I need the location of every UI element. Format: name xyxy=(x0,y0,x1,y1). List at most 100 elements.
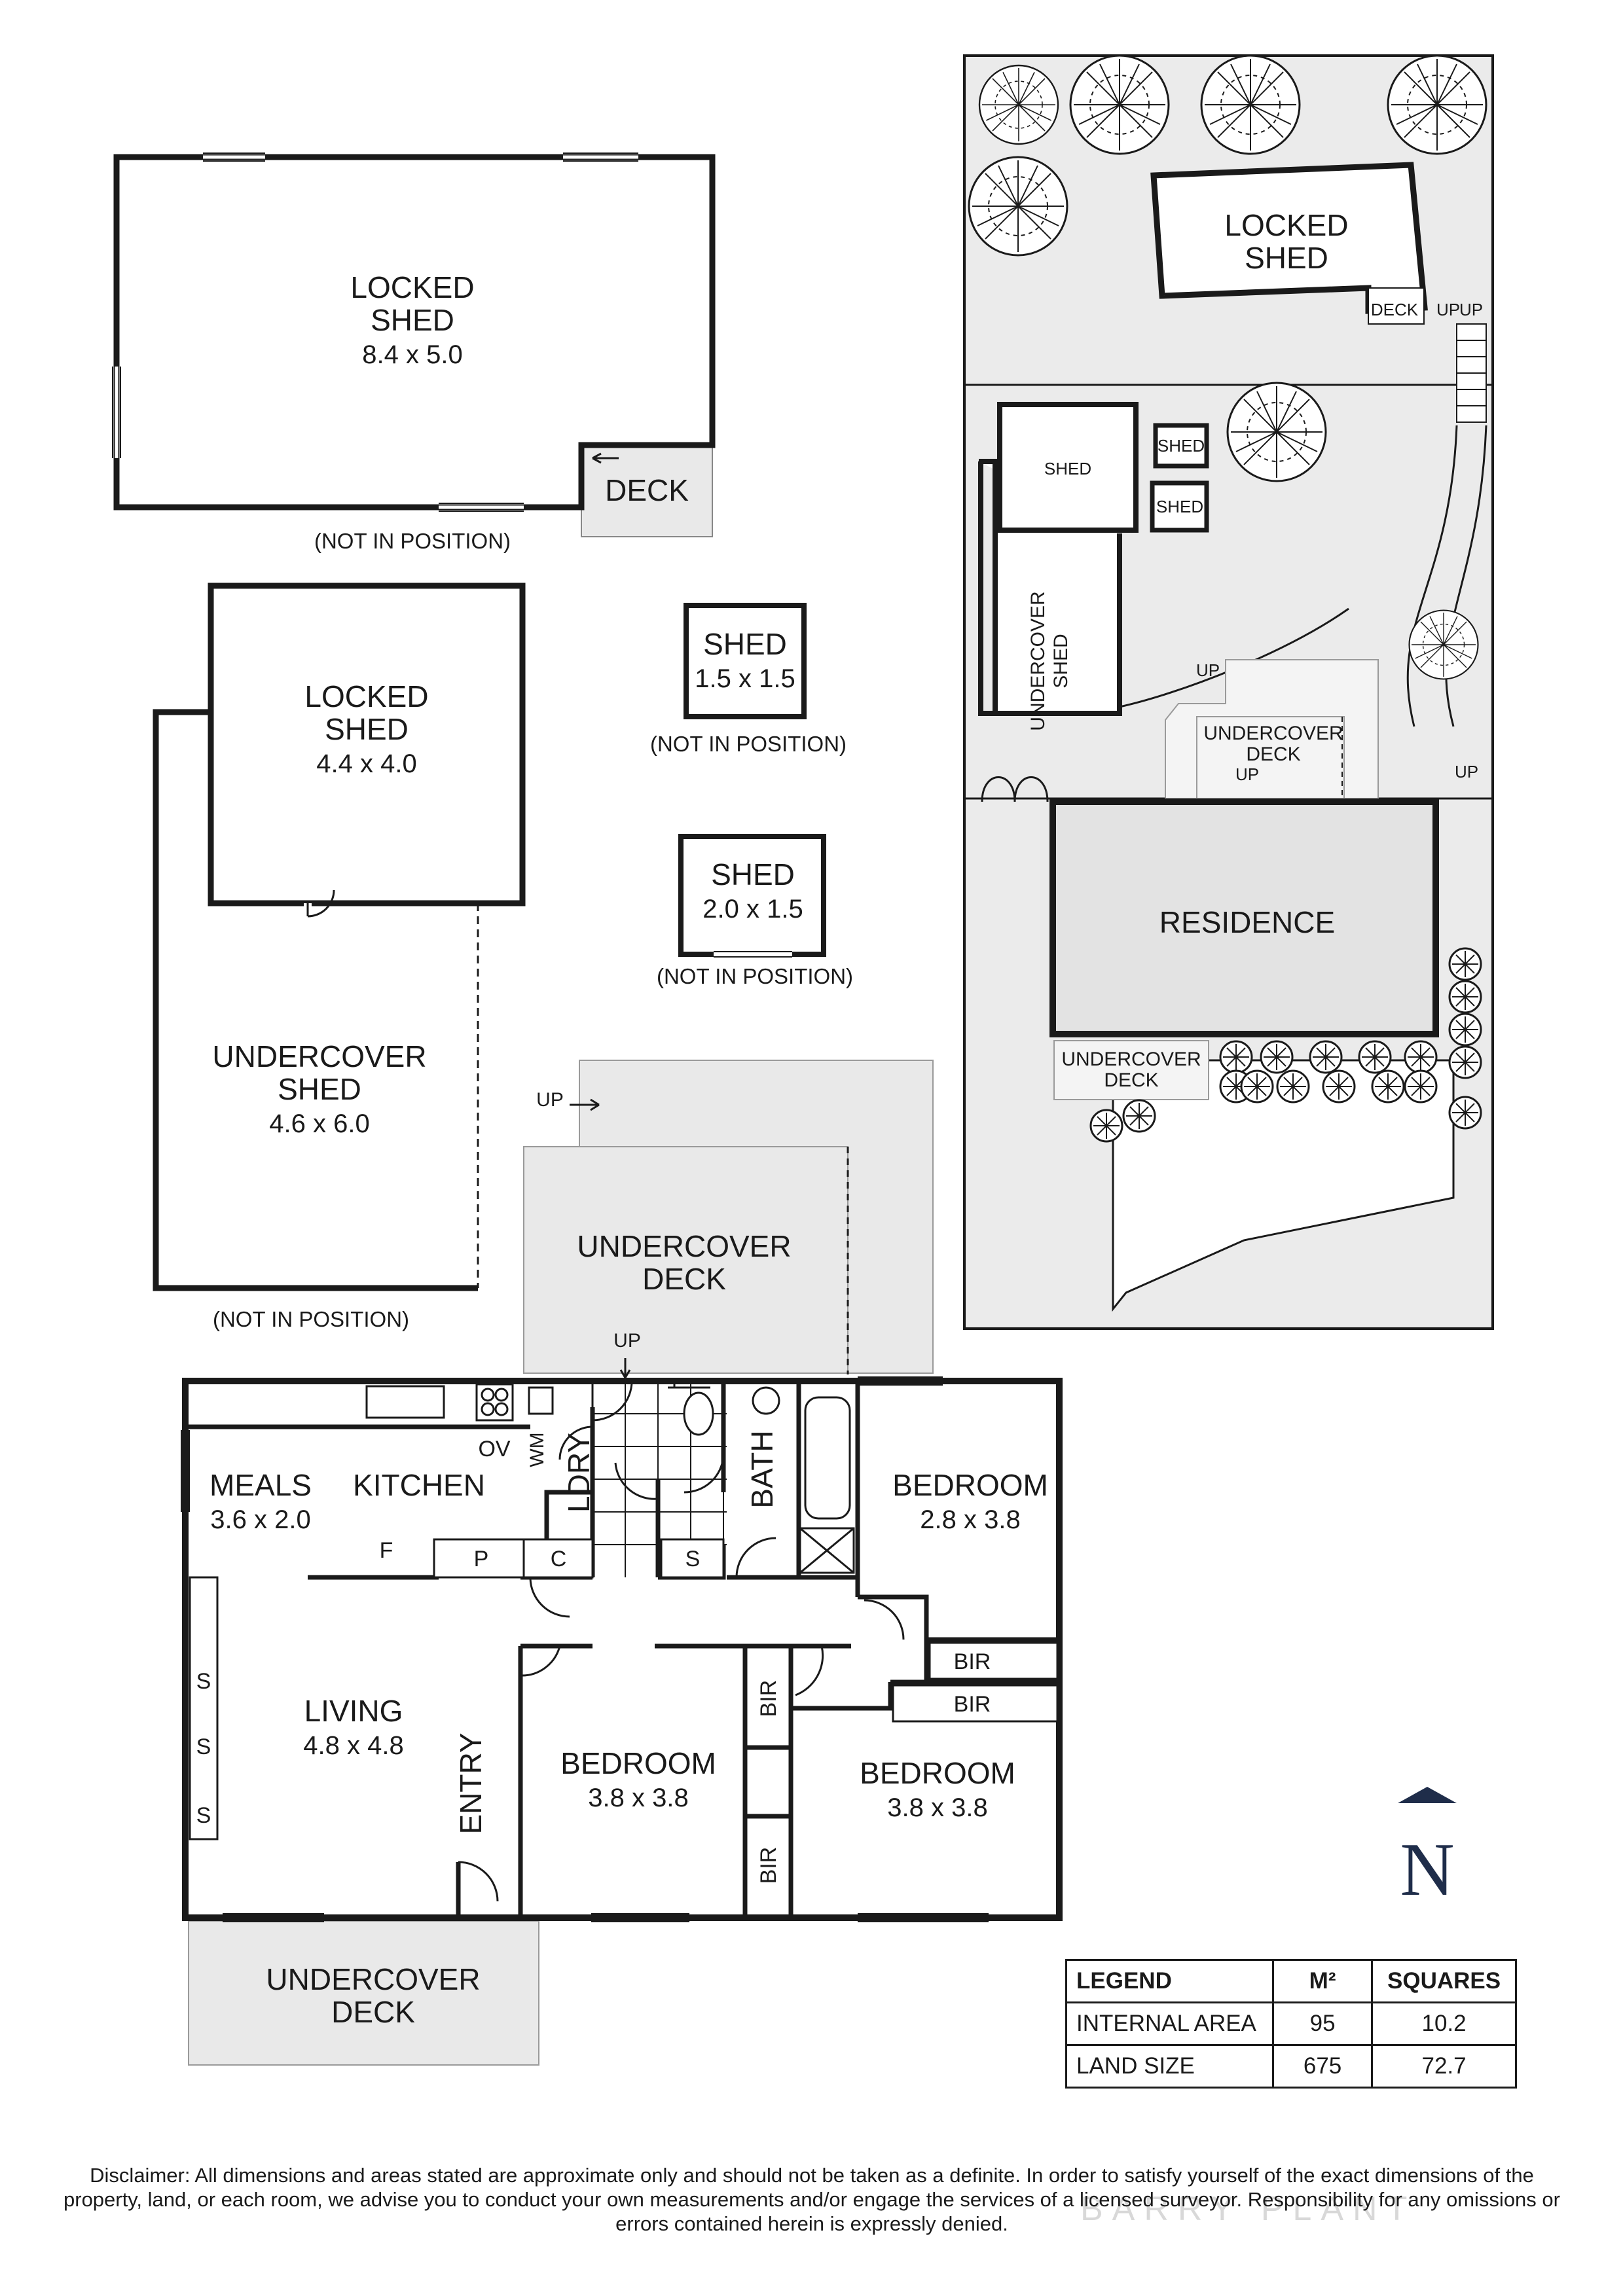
meals-dims: 3.6 x 2.0 xyxy=(210,1505,310,1534)
pantry-p xyxy=(433,1538,531,1579)
site-shed-1: SHED xyxy=(1044,459,1091,478)
site-residence: RESIDENCE xyxy=(1159,905,1335,939)
shed-a: SHED 1.5 x 1.5 (NOT IN POSITION) xyxy=(650,603,847,756)
kitchen-name: KITCHEN xyxy=(353,1468,485,1502)
doors xyxy=(458,1378,905,1902)
bedroom3-dims: 3.8 x 3.8 xyxy=(887,1793,987,1822)
legend-row-squares: 72.7 xyxy=(1371,2044,1517,2089)
locked-shed-small-line2: SHED xyxy=(325,712,409,746)
shed-b-name: SHED xyxy=(711,857,795,891)
legend-row-label: INTERNAL AREA xyxy=(1065,2001,1275,2046)
site-undercover-deck-line2: DECK xyxy=(1246,744,1300,765)
bedroom2-name: BEDROOM xyxy=(560,1746,716,1780)
storage-bath-label: S xyxy=(685,1547,701,1571)
locked-shed-small-line1: LOCKED xyxy=(304,679,428,713)
rear-deck-line2: DECK xyxy=(642,1262,726,1296)
bedroom2-dims: 3.8 x 3.8 xyxy=(588,1784,688,1812)
bedroom3-name: BEDROOM xyxy=(860,1756,1015,1790)
locked-shed-large-line1: LOCKED xyxy=(350,270,474,304)
north-compass: N xyxy=(1398,1787,1457,1911)
site-up-1: UP xyxy=(1436,300,1460,319)
shed-a-name: SHED xyxy=(703,627,787,661)
bir-2-label: BIR xyxy=(954,1692,991,1717)
ov-label: OV xyxy=(478,1437,510,1462)
up-label-steps: UP xyxy=(613,1330,641,1352)
bath-label: BATH xyxy=(745,1430,779,1508)
shed-b-dims: 2.0 x 1.5 xyxy=(702,895,803,924)
not-in-position-3: (NOT IN POSITION) xyxy=(650,732,847,756)
legend-header-legend: LEGEND xyxy=(1065,1959,1275,2003)
north-letter: N xyxy=(1400,1828,1454,1911)
site-shed-2: SHED xyxy=(1158,436,1205,456)
front-deck xyxy=(188,1920,539,2066)
site-undercover-shed-line1: UNDERCOVER xyxy=(1027,591,1049,730)
entry-label: ENTRY xyxy=(454,1732,488,1834)
washing-machine xyxy=(528,1386,554,1415)
legend-row-label: LAND SIZE xyxy=(1065,2044,1275,2089)
site-front-deck-line1: UNDERCOVER xyxy=(1061,1049,1201,1070)
front-deck-line1: UNDERCOVER xyxy=(266,1962,480,1996)
bir-1-label: BIR xyxy=(954,1649,991,1674)
not-in-position-1: (NOT IN POSITION) xyxy=(314,529,511,553)
site-up-4: UP xyxy=(1235,764,1259,784)
meals-name: MEALS xyxy=(210,1468,312,1502)
site-deck-label: DECK xyxy=(1371,300,1419,319)
wm-label: WM xyxy=(526,1432,548,1467)
legend-header-squares: SQUARES xyxy=(1371,1959,1517,2003)
main-house-plan: UP UNDERCOVER DECK UP UNDERCOVER DECK xyxy=(181,1060,1063,2066)
kitchen-sink xyxy=(365,1385,445,1419)
cupboard-label: C xyxy=(551,1547,567,1571)
living-s1: S xyxy=(196,1669,211,1694)
site-undercover-deck-line1: UNDERCOVER xyxy=(1203,723,1343,744)
bir-3-label: BIR xyxy=(756,1680,781,1717)
deck-area xyxy=(581,431,713,537)
windows xyxy=(181,1376,989,1922)
locked-shed-large-dims: 8.4 x 5.0 xyxy=(362,340,462,369)
site-up-3: UP xyxy=(1196,660,1220,680)
fixtures xyxy=(189,1383,1059,1840)
living-dims: 4.8 x 4.8 xyxy=(303,1731,403,1760)
fridge-label: F xyxy=(380,1538,393,1563)
living-name: LIVING xyxy=(304,1694,403,1728)
bedroom1-dims: 2.8 x 3.8 xyxy=(920,1505,1020,1534)
site-front-deck-line2: DECK xyxy=(1104,1069,1158,1091)
legend-row: INTERNAL AREA 95 10.2 xyxy=(1065,2001,1517,2046)
bedroom1-name: BEDROOM xyxy=(892,1468,1048,1502)
cooktop xyxy=(475,1383,514,1422)
undercover-shed-line1: UNDERCOVER xyxy=(212,1039,426,1073)
basin xyxy=(752,1386,780,1415)
bathtub xyxy=(804,1396,851,1520)
bir-4-label: BIR xyxy=(756,1847,781,1884)
toilet xyxy=(683,1391,714,1436)
site-locked-shed-line1: LOCKED xyxy=(1224,208,1348,242)
cupboard-c xyxy=(522,1538,594,1579)
site-plan: LOCKED SHED DECK UP UP SHED SHED SHED UN… xyxy=(963,54,1494,1330)
deck-label: DECK xyxy=(605,473,689,507)
not-in-position-2: (NOT IN POSITION) xyxy=(213,1307,409,1331)
watermark: BARRY PLANT xyxy=(1080,2190,1417,2228)
living-s3: S xyxy=(196,1803,211,1828)
legend-header-row: LEGEND M² SQUARES xyxy=(1065,1959,1517,2003)
undercover-shed-line2: SHED xyxy=(278,1072,361,1106)
storage-bath xyxy=(660,1538,725,1579)
internal-walls xyxy=(185,1381,1059,1918)
site-up-2: UP xyxy=(1459,300,1483,319)
locked-shed-large-line2: SHED xyxy=(371,303,454,337)
locked-shed-small-dims: 4.4 x 4.0 xyxy=(316,749,416,778)
locked-shed-large: LOCKED SHED 8.4 x 5.0 DECK (NOT IN POSIT… xyxy=(112,152,716,553)
undercover-shed-dims: 4.6 x 6.0 xyxy=(269,1109,369,1138)
not-in-position-4: (NOT IN POSITION) xyxy=(657,964,853,988)
site-up-5: UP xyxy=(1455,762,1478,781)
legend-row-m2: 95 xyxy=(1272,2001,1374,2046)
pantry-label: P xyxy=(474,1547,489,1571)
site-undercover-shed-line2: SHED xyxy=(1050,634,1072,688)
site-shed-3: SHED xyxy=(1156,497,1203,516)
legend-row-squares: 10.2 xyxy=(1371,2001,1517,2046)
shed-b: SHED 2.0 x 1.5 (NOT IN POSITION) xyxy=(657,834,853,988)
living-s2: S xyxy=(196,1734,211,1759)
bir-2 xyxy=(892,1684,1059,1723)
living-storage xyxy=(189,1576,219,1840)
legend-header-m2: M² xyxy=(1272,1959,1374,2003)
front-deck-line2: DECK xyxy=(331,1995,415,2029)
